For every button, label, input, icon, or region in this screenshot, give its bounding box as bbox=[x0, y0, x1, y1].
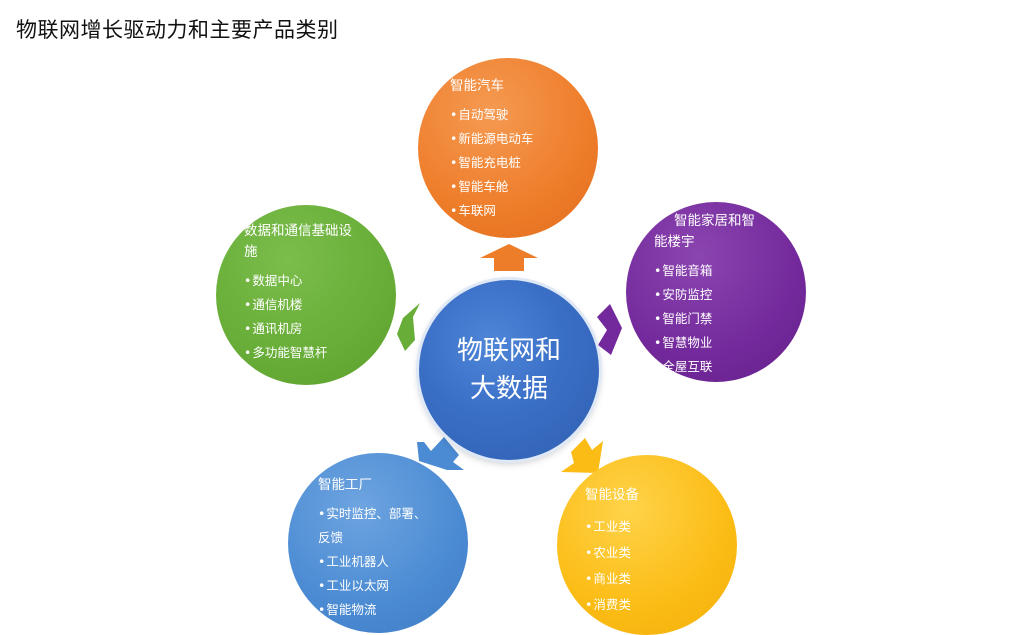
list-item: •智慧物业 bbox=[654, 335, 713, 350]
center-label: 物联网和 大数据 bbox=[456, 336, 561, 404]
arrow-to-home bbox=[597, 304, 622, 355]
list-item: •新能源电动车 bbox=[450, 131, 534, 146]
list-item: •工业以太网 bbox=[318, 578, 389, 593]
node-item-list: •智能音箱 •安防监控 •智能门禁 •智慧物业 •全屋互联 bbox=[654, 259, 806, 379]
node-smart-device: 智能设备 •工业类 •农业类 •商业类 •消费类 bbox=[557, 455, 737, 635]
arrow-to-factory bbox=[417, 437, 464, 470]
list-item: •农业类 bbox=[585, 545, 631, 560]
node-item-list: •实时监控、部署、反馈 •工业机器人 •工业以太网 •智能物流 bbox=[318, 502, 468, 622]
list-item: •安防监控 bbox=[654, 287, 713, 302]
node-smart-factory: 智能工厂 •实时监控、部署、反馈 •工业机器人 •工业以太网 •智能物流 bbox=[288, 453, 468, 633]
node-smart-auto: 智能汽车 •自动驾驶 •新能源电动车 •智能充电桩 •智能车舱 •车联网 bbox=[418, 58, 598, 238]
list-item: •商业类 bbox=[585, 571, 631, 586]
list-item: •实时监控、部署、反馈 bbox=[318, 506, 427, 545]
node-title: 智能汽车 bbox=[450, 78, 504, 94]
node-item-list: •数据中心 •通信机楼 •通讯机房 •多功能智慧杆 bbox=[244, 269, 396, 365]
node-item-list: •自动驾驶 •新能源电动车 •智能充电桩 •智能车舱 •车联网 bbox=[450, 103, 598, 223]
list-item: •工业类 bbox=[585, 519, 631, 534]
node-title: 数据和通信基础设施 bbox=[244, 223, 352, 260]
list-item: •多功能智慧杆 bbox=[244, 345, 328, 360]
list-item: •消费类 bbox=[585, 597, 631, 612]
list-item: •工业机器人 bbox=[318, 554, 389, 569]
list-item: •自动驾驶 bbox=[450, 107, 509, 122]
arrow-to-auto bbox=[480, 244, 538, 271]
arrow-to-device bbox=[561, 438, 603, 473]
center-hub: 物联网和 大数据 bbox=[419, 280, 599, 460]
node-title: 智能设备 bbox=[585, 487, 639, 503]
list-item: •通信机楼 bbox=[244, 297, 303, 312]
page-title: 物联网增长驱动力和主要产品类别 bbox=[16, 18, 339, 42]
list-item: •智能音箱 bbox=[654, 263, 713, 278]
node-title: 智能工厂 bbox=[318, 477, 372, 493]
list-item: •通讯机房 bbox=[244, 321, 303, 336]
list-item: •智能门禁 bbox=[654, 311, 713, 326]
list-item: •数据中心 bbox=[244, 273, 303, 288]
arrow-to-data bbox=[397, 303, 420, 351]
node-data-infrastructure: 数据和通信基础设施 •数据中心 •通信机楼 •通讯机房 •多功能智慧杆 bbox=[216, 205, 396, 385]
list-item: •智能车舱 bbox=[450, 179, 509, 194]
list-item: •车联网 bbox=[450, 203, 496, 218]
node-title: 智能家居和智能楼宇 bbox=[654, 213, 755, 250]
list-item: •智能物流 bbox=[318, 602, 377, 617]
list-item: •智能充电桩 bbox=[450, 155, 521, 170]
node-item-list: •工业类 •农业类 •商业类 •消费类 bbox=[585, 514, 737, 618]
node-smart-home: 智能家居和智能楼宇 •智能音箱 •安防监控 •智能门禁 •智慧物业 •全屋互联 bbox=[626, 202, 806, 382]
